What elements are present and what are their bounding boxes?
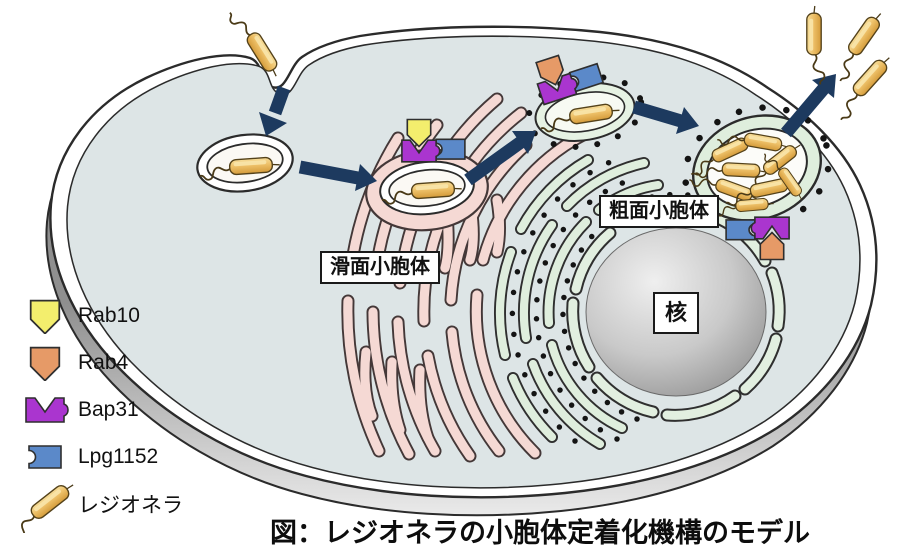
ribosome-dots xyxy=(509,157,738,444)
replication-vacuole xyxy=(681,104,833,261)
escaping-bacteria xyxy=(805,5,898,124)
vacuole-rough-er xyxy=(525,54,645,150)
legend-label: Rab4 xyxy=(78,350,129,374)
rab4-pentagon-icon xyxy=(12,345,78,381)
vacuole-smooth-er xyxy=(365,118,489,232)
arrow-to-vacuole xyxy=(298,160,360,185)
legend-label: Lpg1152 xyxy=(78,444,159,468)
bap31-puzzle-icon xyxy=(12,395,78,425)
legionella-bacterium-icon xyxy=(12,475,78,533)
lpg1152-socket-icon xyxy=(12,443,78,471)
legend-item-lpg1152: Lpg1152 xyxy=(12,433,183,480)
nucleus-label: 核 xyxy=(653,292,700,334)
legend-item-legionella: レジオネラ xyxy=(12,477,183,533)
arrow-to-rough-er xyxy=(632,100,683,128)
legend-item-bap31: Bap31 xyxy=(12,386,183,433)
legend-label: Bap31 xyxy=(78,397,139,421)
legend-label: Rab10 xyxy=(78,303,140,327)
legend-label: レジオネラ xyxy=(78,493,183,517)
vacuole-early xyxy=(196,133,294,193)
arrow-entry xyxy=(268,85,291,116)
rab10-pentagon-icon xyxy=(12,298,78,334)
flow-arrows xyxy=(259,74,836,191)
legend-item-rab4: Rab4 xyxy=(12,339,183,386)
arrow-exit xyxy=(781,82,830,138)
legend-item-rab10: Rab10 xyxy=(12,292,183,339)
legend: Rab10 Rab4 Bap31 Lpg1152 レジオネラ xyxy=(12,292,183,533)
arrow-to-smooth-er xyxy=(464,136,525,186)
figure-caption: 図：レジオネラの小胞体定着化機構のモデル xyxy=(270,518,810,548)
rough-er-label: 粗面小胞体 xyxy=(599,195,719,228)
smooth-er-label: 滑面小胞体 xyxy=(320,251,440,284)
